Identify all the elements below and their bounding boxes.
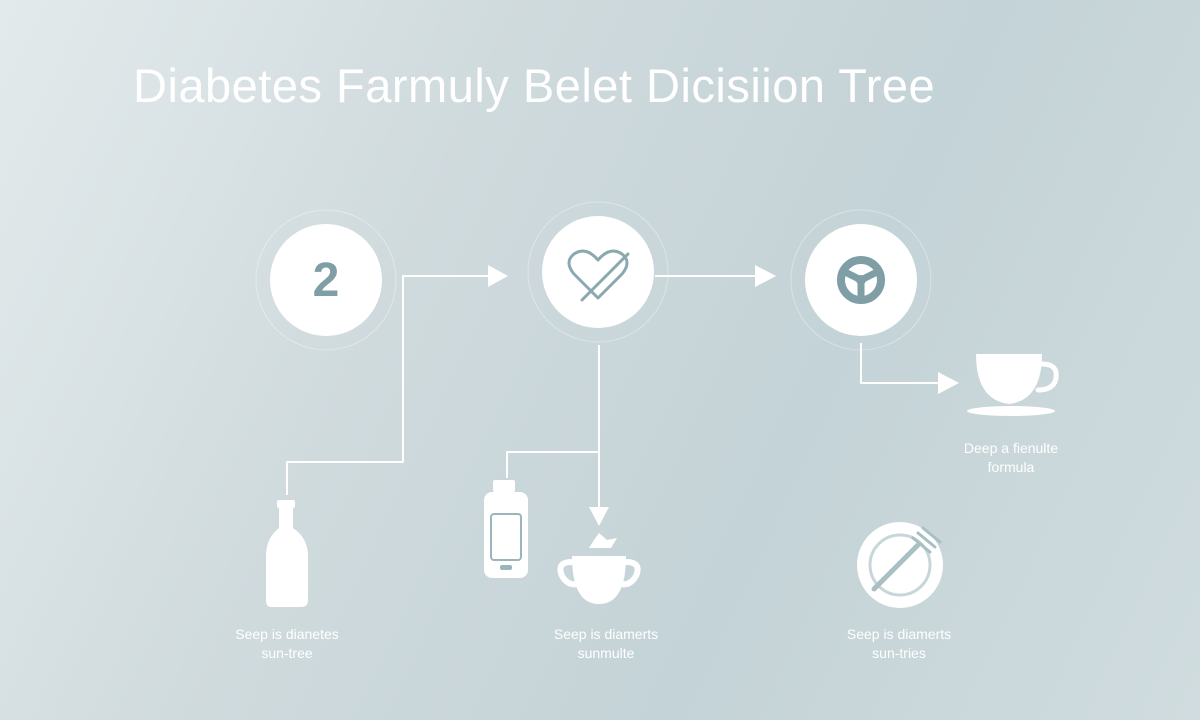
plate-label: Seep is diamerts sun-tries [789, 625, 1009, 663]
bottle-label-line-1: Seep is dianetes [235, 626, 339, 642]
bowl-label-line-2: sunmulte [577, 645, 635, 661]
arrowhead-right [755, 265, 776, 287]
bowl-label-line-1: Seep is diamerts [553, 626, 659, 642]
coffee-cup-icon [967, 354, 1059, 416]
connector-wheel-to-cup [860, 343, 948, 384]
phone-bottle-icon [484, 480, 528, 578]
cup-label-line-1: Deep a fienulte [963, 440, 1059, 456]
steering-wheel-icon [837, 256, 885, 304]
halo-ring [527, 201, 669, 343]
heart-node [542, 216, 654, 328]
cup-label: Deep a fienulte formula [901, 439, 1121, 477]
arrowhead-down [589, 507, 609, 526]
step-number-badge: 2 [270, 224, 382, 336]
bowl-label: Seep is diamerts sunmulte [496, 625, 716, 663]
plate-label-line-2: sun-tries [872, 645, 926, 661]
wheel-node [805, 224, 917, 336]
halo-ring [255, 209, 397, 351]
arrowhead-right [938, 372, 959, 394]
page-title: Diabetes Farmuly Belet Dicisiion Tree [133, 59, 936, 112]
connector-bottle-to-heart [286, 275, 490, 495]
plate-fork-icon [857, 522, 943, 608]
bottle-icon [266, 500, 308, 607]
plate-label-line-1: Seep is diamerts [846, 626, 952, 642]
arrowhead-right [488, 265, 508, 287]
bottle-label: Seep is dianetes sun-tree [177, 625, 397, 663]
bottle-label-line-2: sun-tree [261, 645, 313, 661]
heart-slash-icon [567, 249, 630, 302]
connector-phone-to-branch [506, 451, 599, 478]
cup-label-line-2: formula [987, 459, 1035, 475]
bowl-icon [557, 533, 641, 604]
